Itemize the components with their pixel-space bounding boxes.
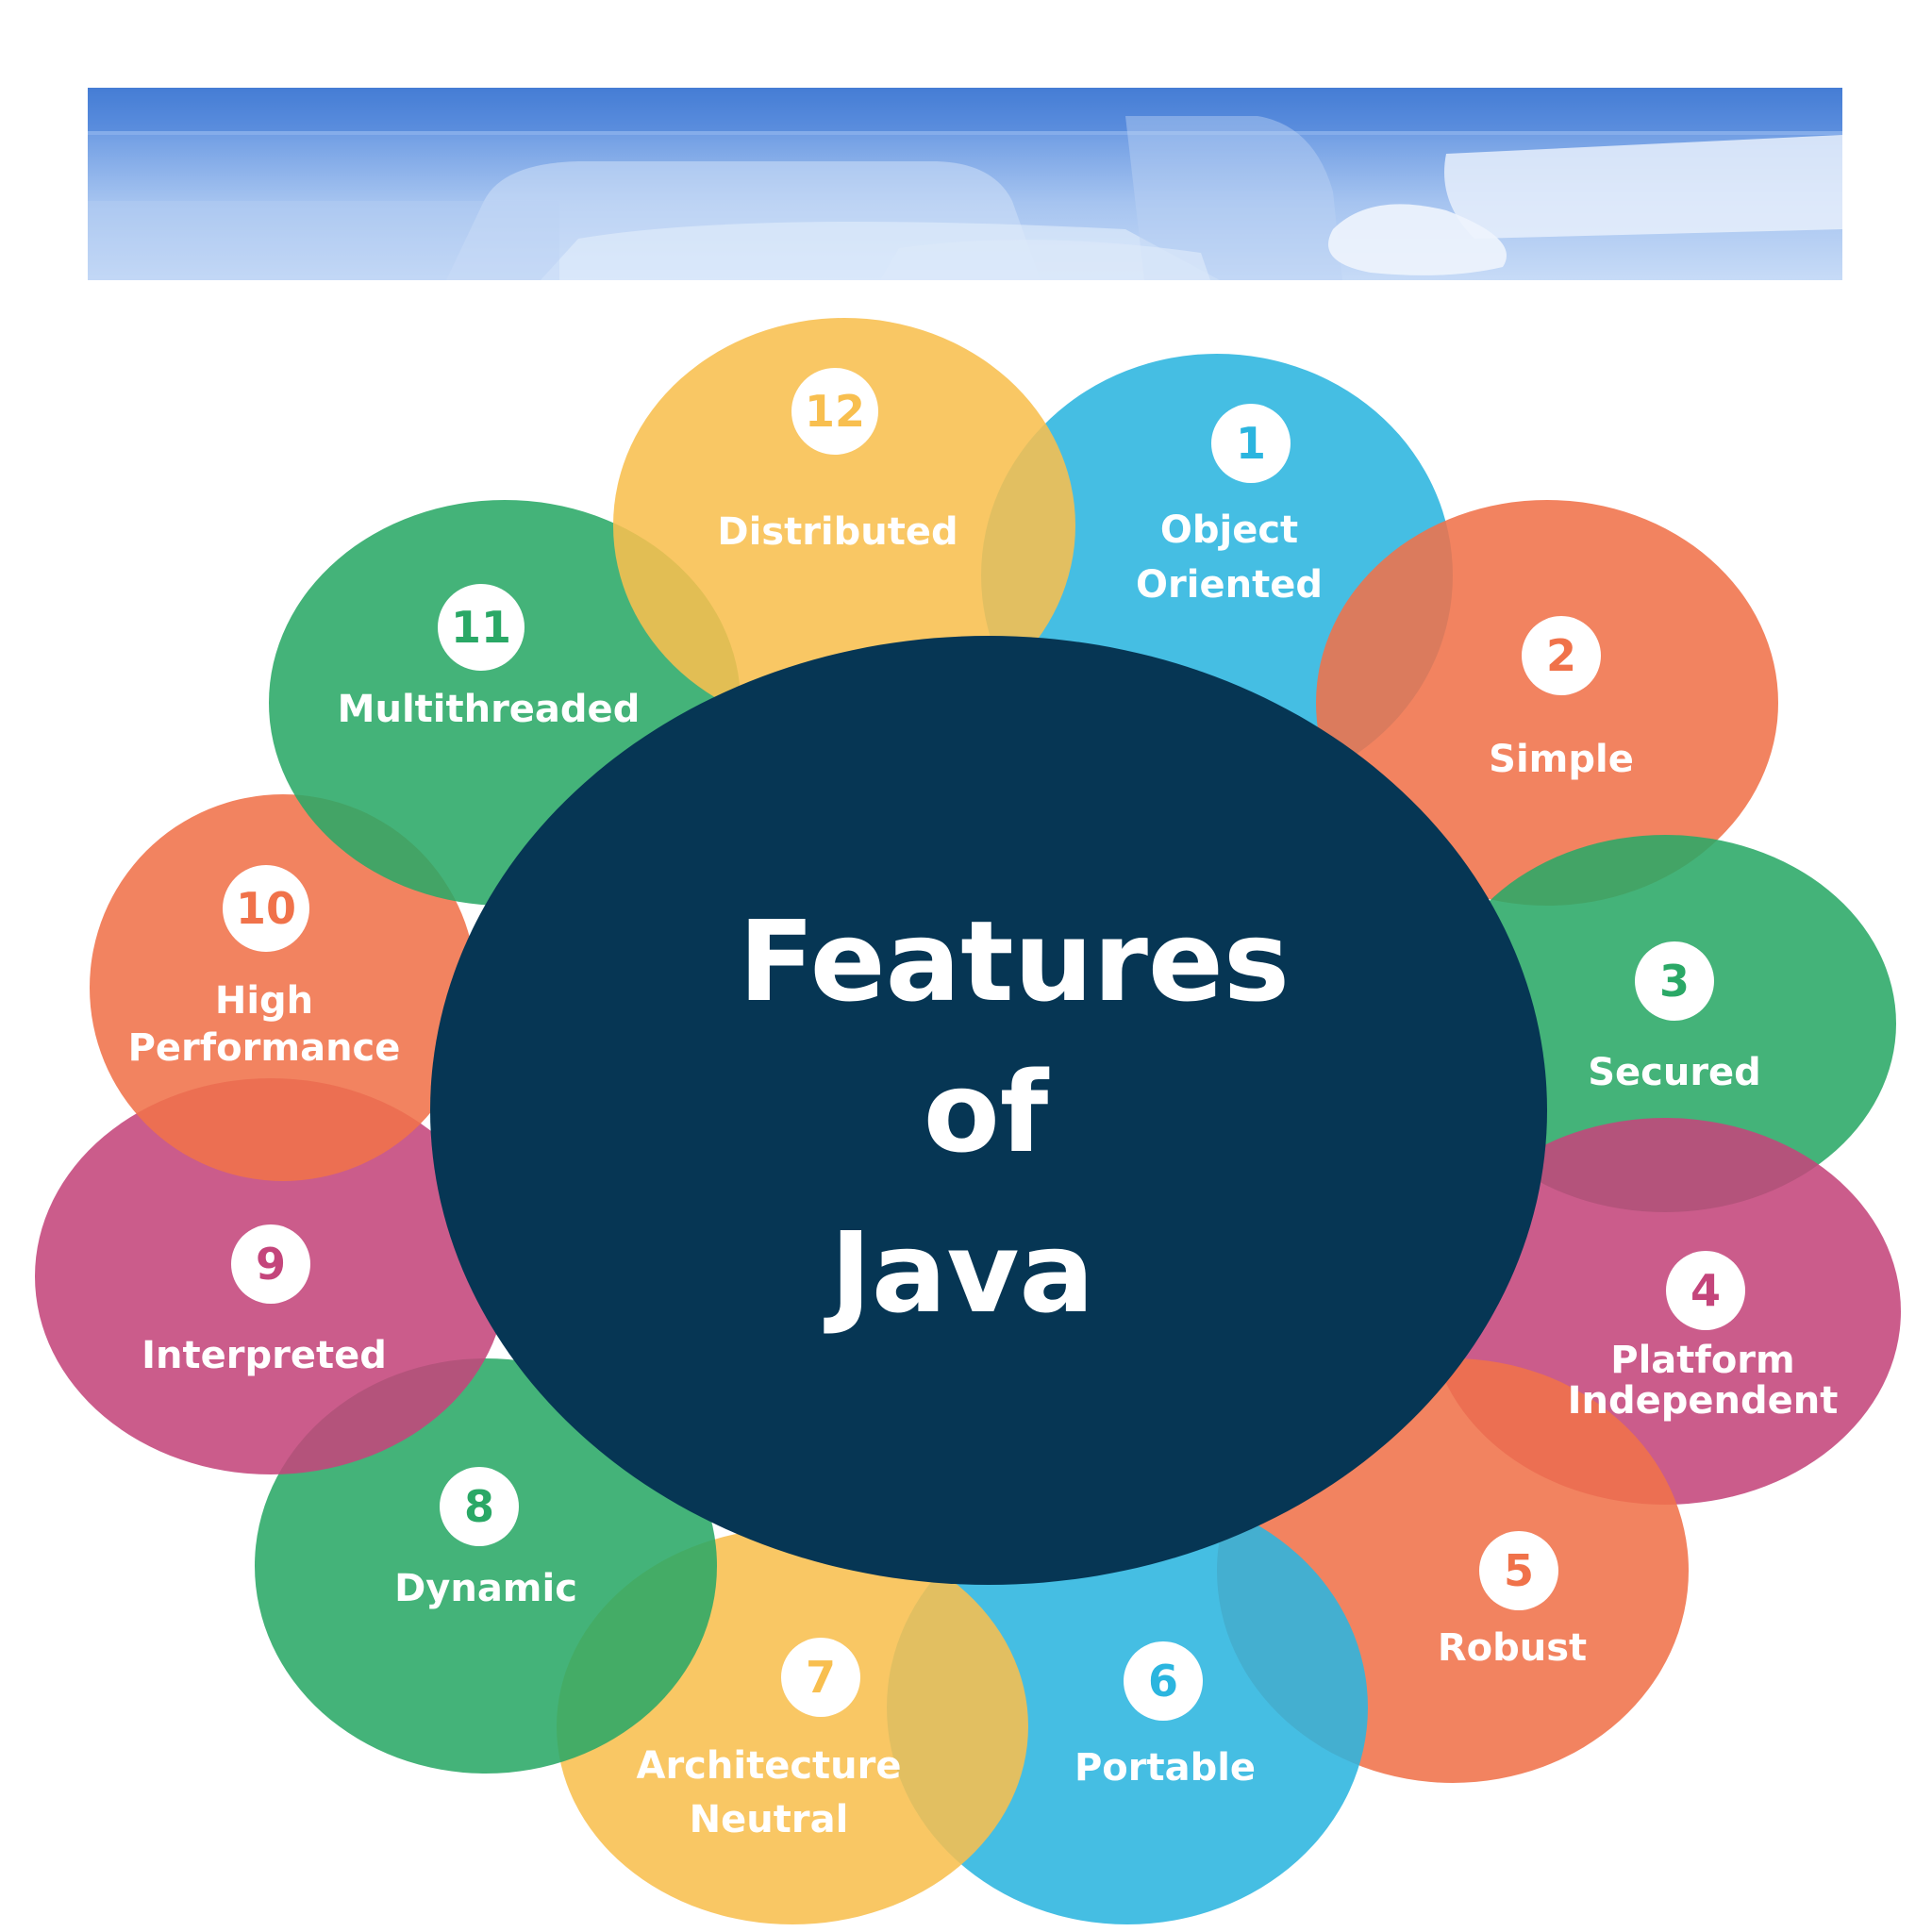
feature-badge-4 xyxy=(1666,1251,1745,1330)
feature-label-8-line-1: Dynamic xyxy=(394,1567,577,1610)
feature-label-1-line-1: Object xyxy=(1160,508,1298,552)
feature-badge-12 xyxy=(791,368,878,455)
feature-label-2-line-1: Simple xyxy=(1489,738,1634,781)
feature-label-5-line-1: Robust xyxy=(1438,1626,1587,1670)
feature-badge-9 xyxy=(231,1224,310,1304)
feature-label-10-line-1: High xyxy=(215,979,313,1023)
center-title-line-3: Java xyxy=(824,1208,1094,1338)
feature-badge-1 xyxy=(1211,404,1291,483)
feature-number-8: 8 xyxy=(464,1481,494,1532)
keyboard-banner-illustration xyxy=(88,88,1842,280)
feature-badge-6 xyxy=(1124,1641,1203,1721)
feature-number-4: 4 xyxy=(1690,1265,1721,1316)
feature-number-6: 6 xyxy=(1148,1656,1178,1707)
feature-label-10-line-2: Performance xyxy=(128,1026,401,1070)
center-title-line-1: Features xyxy=(739,896,1290,1026)
feature-petal-2 xyxy=(1316,500,1778,906)
feature-badge-2 xyxy=(1522,616,1601,695)
feature-badge-3 xyxy=(1635,941,1714,1021)
feature-petal-6 xyxy=(887,1491,1368,1924)
feature-number-11: 11 xyxy=(451,602,511,653)
feature-number-12: 12 xyxy=(805,386,865,437)
feature-label-7-line-2: Neutral xyxy=(690,1798,849,1841)
feature-badge-5 xyxy=(1479,1531,1558,1610)
center-circle xyxy=(430,636,1547,1585)
feature-label-3-line-1: Secured xyxy=(1588,1051,1761,1094)
feature-label-11-line-1: Multithreaded xyxy=(338,688,641,731)
feature-label-4-line-1: Platform xyxy=(1610,1339,1794,1382)
feature-label-12-line-1: Distributed xyxy=(717,510,958,554)
feature-label-9-line-1: Interpreted xyxy=(142,1334,387,1377)
feature-number-1: 1 xyxy=(1236,418,1266,469)
feature-petal-3 xyxy=(1434,835,1896,1212)
feature-number-2: 2 xyxy=(1546,630,1576,681)
feature-number-7: 7 xyxy=(806,1652,836,1703)
center-title-line-2: of xyxy=(924,1047,1050,1177)
feature-badge-8 xyxy=(440,1467,519,1546)
feature-badge-7 xyxy=(781,1638,860,1717)
feature-label-7-line-1: Architecture xyxy=(637,1744,902,1788)
feature-petal-10 xyxy=(90,794,476,1181)
feature-petal-12 xyxy=(613,318,1075,733)
feature-badge-10 xyxy=(223,865,309,952)
feature-badge-11 xyxy=(438,584,525,671)
feature-number-9: 9 xyxy=(256,1239,286,1290)
feature-label-6-line-1: Portable xyxy=(1074,1746,1256,1790)
feature-number-10: 10 xyxy=(236,883,296,934)
feature-number-3: 3 xyxy=(1659,956,1690,1007)
header-banner-image xyxy=(88,88,1842,280)
feature-number-5: 5 xyxy=(1504,1545,1534,1596)
feature-label-1-line-2: Oriented xyxy=(1136,563,1323,607)
feature-petal-8 xyxy=(255,1358,717,1774)
feature-label-4-line-2: Independent xyxy=(1568,1379,1839,1423)
